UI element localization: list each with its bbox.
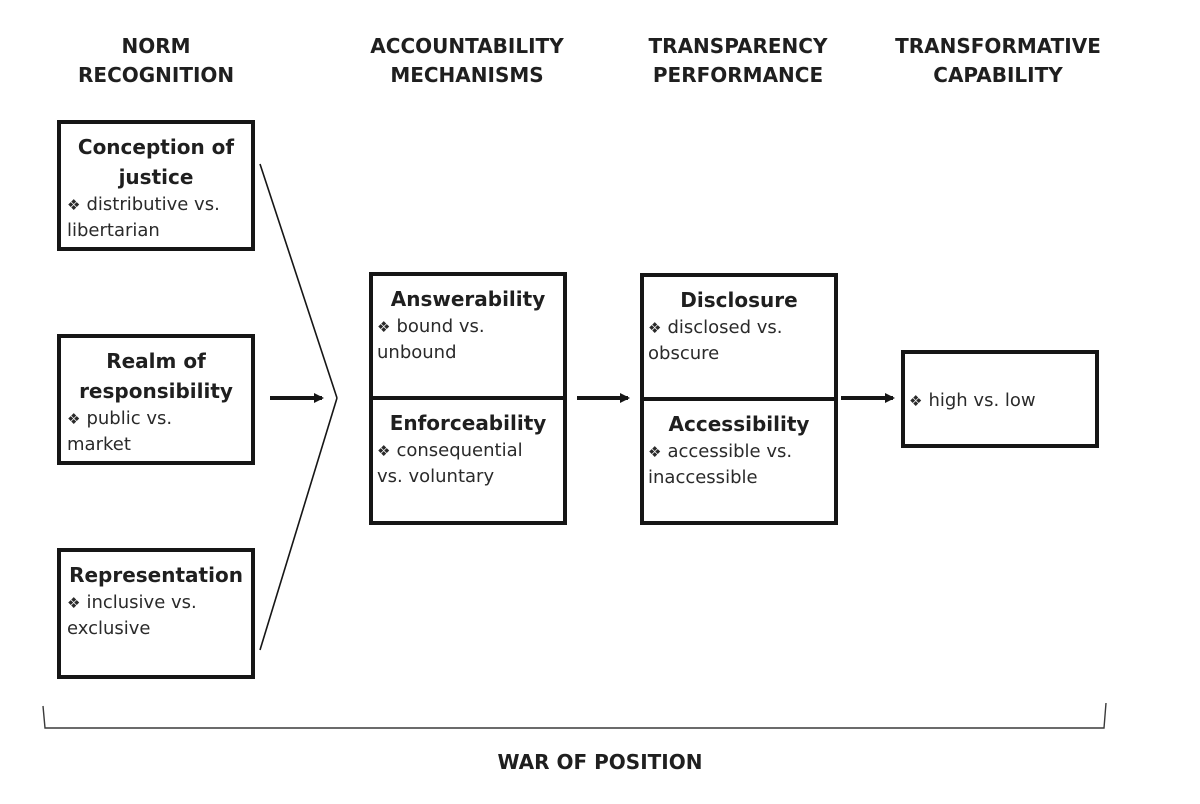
enforceability-title: Enforceability <box>389 411 547 435</box>
disclosure-title: Disclosure <box>680 288 798 312</box>
box-title-line2: responsibility <box>79 379 233 403</box>
box-item-line1: disclosed vs. <box>667 317 783 338</box>
accessibility-section: Accessibility ❖ accessible vs. inaccessib… <box>648 409 830 491</box>
accountability-box: Answerability ❖ bound vs. unbound Enforce… <box>369 272 567 525</box>
disclosure-section: Disclosure ❖ disclosed vs. obscure <box>648 285 830 367</box>
enforceability-section: Enforceability ❖ consequential vs. volunt… <box>377 408 559 490</box>
box-item-line2: obscure <box>648 343 720 364</box>
capability-item: ❖ high vs. low <box>909 388 1091 414</box>
box-title: Conception of justice <box>67 132 245 192</box>
bullet-diamond-icon: ❖ <box>377 442 391 460</box>
box-title-line2: justice <box>118 165 194 189</box>
bullet-diamond-icon: ❖ <box>648 319 662 337</box>
box-item-line1: consequential <box>396 440 523 461</box>
header-accountability-line2: MECHANISMS <box>390 63 544 87</box>
answerability-item: ❖ bound vs. unbound <box>377 314 559 366</box>
header-norm-recognition: NORM RECOGNITION <box>78 32 234 90</box>
capability-item-text: high vs. low <box>928 390 1036 411</box>
war-of-position-label: WAR OF POSITION <box>497 750 703 774</box>
bullet-diamond-icon: ❖ <box>67 594 81 612</box>
header-transparency-line2: PERFORMANCE <box>652 63 824 87</box>
box-title-line1: Realm of <box>106 349 206 373</box>
header-transformative-line2: CAPABILITY <box>933 63 1063 87</box>
header-norm-recognition-line2: RECOGNITION <box>78 63 235 87</box>
box-item-line1: bound vs. <box>396 316 485 337</box>
norm-box-representation: Representation ❖ inclusive vs. exclusive <box>57 548 255 679</box>
box-item-line1: public vs. <box>86 408 173 429</box>
funnel-line-bottom <box>259 397 338 651</box>
enforceability-item: ❖ consequential vs. voluntary <box>377 438 559 490</box>
box-item-line2: libertarian <box>67 220 160 241</box>
box-item-line2: inaccessible <box>648 467 758 488</box>
box-title-line1: Conception of <box>77 135 235 159</box>
header-transparency-performance: TRANSPARENCY PERFORMANCE <box>628 32 848 90</box>
norm-box-realm-of-responsibility: Realm of responsibility ❖ public vs. mark… <box>57 334 255 465</box>
war-of-position-bracket <box>42 702 1107 729</box>
box-item-line1: accessible vs. <box>667 441 793 462</box>
accessibility-title: Accessibility <box>668 412 810 436</box>
box-item: ❖ public vs. market <box>67 406 245 458</box>
bullet-diamond-icon: ❖ <box>67 410 81 428</box>
accountability-divider <box>373 396 563 400</box>
norm-box-conception-of-justice: Conception of justice ❖ distributive vs. … <box>57 120 255 251</box>
bullet-diamond-icon: ❖ <box>67 196 81 214</box>
funnel-line-top <box>259 163 338 399</box>
header-norm-recognition-line1: NORM <box>121 34 191 58</box>
bullet-diamond-icon: ❖ <box>377 318 391 336</box>
disclosure-item: ❖ disclosed vs. obscure <box>648 315 830 367</box>
box-item-line2: vs. voluntary <box>377 466 495 487</box>
box-item-line1: inclusive vs. <box>86 592 197 613</box>
box-title-line1: Representation <box>69 563 243 587</box>
box-item-line1: distributive vs. <box>86 194 220 215</box>
box-title: Representation <box>67 560 245 590</box>
bullet-diamond-icon: ❖ <box>909 392 923 410</box>
transparency-divider <box>644 397 834 401</box>
box-item-line2: exclusive <box>67 618 151 639</box>
header-accountability-mechanisms: ACCOUNTABILITY MECHANISMS <box>352 32 582 90</box>
answerability-title: Answerability <box>390 287 546 311</box>
header-transformative-line1: TRANSFORMATIVE <box>895 34 1101 58</box>
header-transformative-capability: TRANSFORMATIVE CAPABILITY <box>885 32 1111 90</box>
capability-box: ❖ high vs. low <box>901 350 1099 448</box>
box-item-line2: market <box>67 434 131 455</box>
header-accountability-line1: ACCOUNTABILITY <box>370 34 564 58</box>
box-item: ❖ inclusive vs. exclusive <box>67 590 245 642</box>
bullet-diamond-icon: ❖ <box>648 443 662 461</box>
transparency-box: Disclosure ❖ disclosed vs. obscure Access… <box>640 273 838 525</box>
box-item: ❖ distributive vs. libertarian <box>67 192 245 244</box>
box-title: Realm of responsibility <box>67 346 245 406</box>
accessibility-item: ❖ accessible vs. inaccessible <box>648 439 830 491</box>
header-transparency-line1: TRANSPARENCY <box>648 34 828 58</box>
answerability-section: Answerability ❖ bound vs. unbound <box>377 284 559 366</box>
box-item-line2: unbound <box>377 342 457 363</box>
